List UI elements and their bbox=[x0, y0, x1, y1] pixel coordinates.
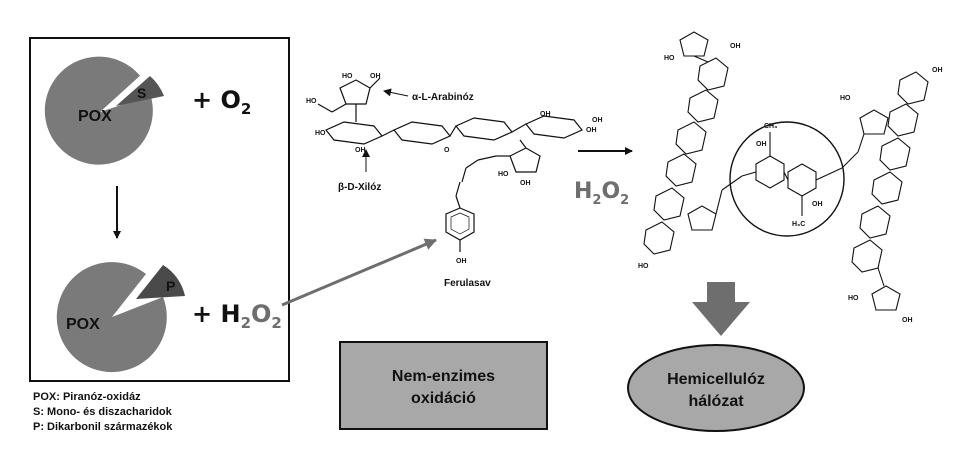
atom-label: OH bbox=[520, 180, 531, 187]
arabinose-pointer bbox=[383, 88, 409, 97]
pox-label-bottom: POX bbox=[66, 316, 100, 333]
atom-label: OH bbox=[730, 43, 741, 50]
atom-label: HO bbox=[315, 130, 326, 137]
nonenzymatic-oxidation-box bbox=[339, 341, 548, 430]
pox-enzyme-bottom bbox=[56, 262, 167, 373]
ferulic-label: Ferulasav bbox=[444, 278, 491, 289]
nonenzymatic-line2: oxidáció bbox=[411, 390, 476, 407]
atom-label: OH bbox=[540, 111, 551, 118]
product-label: P bbox=[166, 278, 175, 294]
atom-label: OH bbox=[756, 141, 767, 148]
legend-item-pox: POX: Piranóz-oxidáz bbox=[33, 391, 141, 403]
atom-label: OH bbox=[592, 117, 603, 124]
pox-panel-frame bbox=[29, 37, 290, 382]
pox-enzyme-top bbox=[44, 56, 153, 165]
network-arabinose-bottom bbox=[871, 285, 901, 311]
atom-label: HO bbox=[840, 95, 851, 102]
network-arabinose-left bbox=[687, 205, 717, 231]
plus-h2o2-text: + H2O2 bbox=[192, 300, 282, 332]
crosslink-highlight-circle bbox=[729, 121, 845, 237]
atom-label: HO bbox=[664, 55, 675, 62]
atom-label: OH bbox=[586, 127, 597, 134]
hemicellulose-network-ellipse bbox=[627, 344, 805, 432]
atom-label: CH₃ bbox=[764, 123, 777, 130]
legend-item-product: P: Dikarbonil származékok bbox=[33, 421, 173, 433]
diferulate-ring-2 bbox=[787, 163, 817, 197]
xylose-ring-3 bbox=[455, 117, 513, 141]
network-arabinose-right bbox=[859, 109, 889, 135]
pox-label-top: POX bbox=[78, 108, 112, 125]
arabinose-ring-2 bbox=[509, 147, 541, 173]
network-line1: Hemicellulóz bbox=[667, 371, 765, 388]
atom-label: HO bbox=[306, 98, 317, 105]
atom-label: HO bbox=[498, 171, 509, 178]
hemicellulose-structure bbox=[317, 77, 583, 252]
substrate-wedge bbox=[116, 76, 164, 106]
arabinose-label: α-L-Arabinóz bbox=[412, 92, 474, 103]
atom-label: O bbox=[444, 147, 450, 154]
atom-label: OH bbox=[456, 258, 467, 265]
network-down-arrow bbox=[692, 282, 750, 336]
h2o2-label: H2O2 bbox=[574, 179, 629, 208]
atom-label: OH bbox=[355, 147, 366, 154]
substrate-label: S bbox=[137, 85, 146, 101]
xylose-ring-1 bbox=[325, 121, 383, 145]
atom-label: OH bbox=[812, 201, 823, 208]
atom-label: OH bbox=[902, 317, 913, 324]
xylose-label: β-D-Xilóz bbox=[338, 182, 381, 193]
plus-o2-text: + O2 bbox=[192, 86, 251, 118]
atom-label: OH bbox=[932, 67, 943, 74]
nonenzymatic-line1: Nem-enzimes bbox=[392, 368, 495, 385]
xylose-ring-4 bbox=[525, 115, 583, 139]
crosslinked-network bbox=[643, 31, 929, 311]
network-arabinose-top bbox=[679, 31, 709, 57]
xylose-ring-2 bbox=[393, 121, 451, 145]
legend-item-substrate: S: Mono- és diszacharidok bbox=[33, 406, 172, 418]
atom-label: HO bbox=[848, 295, 859, 302]
network-line2: hálózat bbox=[688, 393, 744, 410]
legend: POX: Piranóz-oxidáz S: Mono- és diszacha… bbox=[33, 390, 172, 435]
atom-label: HO bbox=[638, 263, 649, 270]
h2o2-to-ferulic-arrow bbox=[281, 238, 437, 307]
arabinose-ring bbox=[339, 79, 371, 105]
atom-label: OH bbox=[370, 73, 381, 80]
diferulate-ring-1 bbox=[755, 155, 785, 189]
atom-label: H₃C bbox=[792, 221, 805, 228]
product-wedge bbox=[136, 265, 185, 299]
atom-label: HO bbox=[342, 73, 353, 80]
